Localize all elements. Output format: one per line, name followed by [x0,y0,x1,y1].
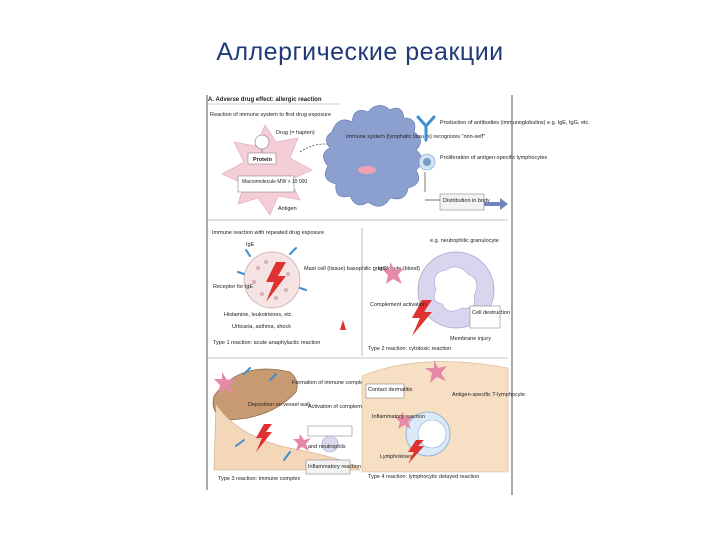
type3-label: Type 3 reaction: immune complex [218,476,300,482]
neutrophils-label: and neutrophils [308,444,346,450]
receptor-label: Receptor for IgE [213,284,253,290]
macromolecule-box [237,175,295,193]
type4-bolt [408,440,424,464]
urticaria-label: Urticaria, asthma, shock [232,324,291,330]
protein-box [247,152,277,165]
neutrophil-nucleus [433,266,478,312]
contact-label: Contact dermatitis [368,387,413,393]
contact-box [365,383,405,399]
type1-quadrant: IgE Receptor for IgE Mast cell (tissue) … [213,242,420,346]
antibody-icon [416,115,436,142]
type3-quadrant: Formation of immune complexes Deposition… [212,367,372,482]
slide-title: Аллергические реакции [216,38,504,66]
antigen-star [221,124,313,216]
inflam-label: Inflammatory reaction [308,464,361,470]
immune-label: Immune system (lymphatic tissues) recogn… [346,134,485,140]
protein-label: Protein [253,157,273,163]
inflam2-label: Inflammatory reaction [372,414,425,420]
type1-label: Type 1 reaction: acute anaphylactic reac… [213,340,320,346]
formation-label: Formation of immune complexes [292,380,372,386]
antigen-t-label: Antigen-specific T-lymphocyte [452,392,525,398]
membrane-label: Membrane injury [450,336,491,342]
destruction-bolt [412,300,432,336]
drug-hapten [254,134,270,150]
neutrophil-label: e.g. neutrophilic granulocyte [430,238,499,244]
proliferation-label: Proliferation of antigen-specific lympho… [440,155,548,161]
type2-quadrant: e.g. neutrophilic granulocyte IgG Comple… [368,238,510,352]
deposition-label: Deposition on vessel wall [248,402,310,408]
igg-label: IgG [378,266,387,272]
complement-label: Complement activation [370,302,426,308]
ige-label: IgE [246,242,255,248]
histamine-label: Histamine, leukotrienes, etc. [224,312,294,318]
type3-bolt [256,424,272,452]
drug-label: Drug (= hapten) [276,130,315,136]
immune-system-blob [323,105,423,207]
macromolecule-label: Macromolecule MW > 10 000 [242,179,307,185]
type4-quadrant: Contact dermatitis Antigen-specific T-ly… [361,360,525,480]
activation-label: Activation of complement [308,404,370,410]
inflam-box [305,459,351,475]
destruction-box [469,305,501,329]
lightning-bolt [266,262,286,302]
type4-label: Type 4 reaction: lymphocytic delayed rea… [368,474,479,480]
destruction-label: Cell destruction [472,310,510,316]
panel-a: A. Adverse drug effect: allergic reactio… [208,97,590,221]
panel-b-heading: Immune reaction with repeated drug expos… [212,230,324,236]
panel-a-heading: A. Adverse drug effect: allergic reactio… [208,97,322,103]
lymphokines-label: Lymphokines [380,454,412,460]
antigen-label: Antigen [278,206,297,212]
type2-label: Type 2 reaction: cytotoxic reaction [368,346,451,352]
production-label: Production of antibodies (immunoglobulin… [440,120,590,126]
vessel-wall [212,368,298,421]
non-self-spot [358,166,376,174]
panel-b: Immune reaction with repeated drug expos… [208,228,525,482]
distribution-label: Distribution in body [443,198,490,204]
panel-a-subheading: Reaction of immune system to first drug … [210,112,331,118]
